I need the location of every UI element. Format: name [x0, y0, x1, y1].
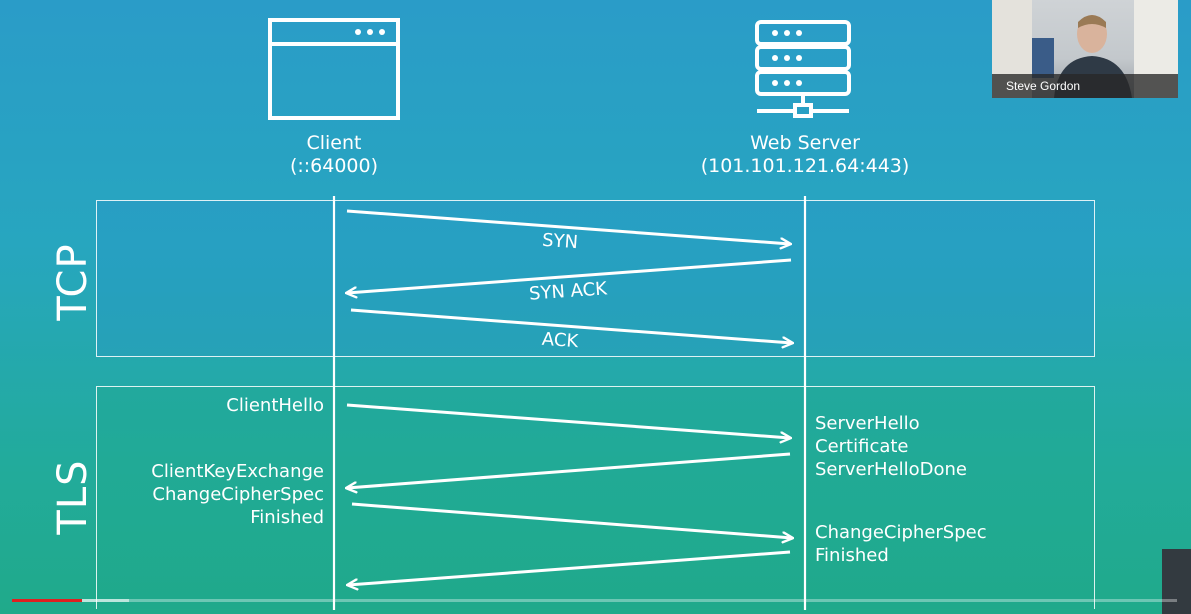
server-hello-group: ServerHello Certificate ServerHelloDone: [815, 412, 967, 481]
server-hello-label: ServerHello: [815, 413, 920, 434]
server-label: Web Server (101.101.121.64:443): [655, 132, 955, 178]
server-address: (101.101.121.64:443): [700, 155, 910, 177]
server-finished-group: ChangeCipherSpec Finished: [815, 521, 987, 567]
certificate-label: Certificate: [815, 436, 909, 457]
server-hello-arrow: [347, 452, 791, 488]
client-key-exchange-label: ClientKeyExchange: [151, 461, 324, 482]
speaker-name: Steve Gordon: [992, 74, 1178, 98]
ack-arrow: [350, 308, 792, 343]
client-hello-label: ClientHello: [226, 395, 324, 416]
server-change-cipher-spec-label: ChangeCipherSpec: [815, 522, 987, 543]
browser-window-icon: [268, 18, 400, 120]
client-finished-label: Finished: [250, 507, 324, 528]
client-hello-arrow: [346, 403, 790, 438]
tcp-phase-box: [96, 200, 1095, 357]
client-name: Client: [306, 132, 362, 154]
video-progress-track[interactable]: [12, 599, 1177, 602]
speaker-webcam[interactable]: Steve Gordon: [992, 0, 1178, 98]
server-name: Web Server: [750, 132, 860, 154]
server-rack-icon: [755, 20, 851, 118]
player-corner-control[interactable]: [1162, 549, 1191, 614]
client-change-cipher-spec-label: ChangeCipherSpec: [152, 484, 324, 505]
syn-arrow: [346, 209, 790, 244]
server-finished-label: Finished: [815, 545, 889, 566]
client-address: (::64000): [289, 155, 379, 177]
video-progress-fill: [12, 599, 82, 602]
server-finished-arrow: [348, 550, 791, 585]
server-hello-done-label: ServerHelloDone: [815, 459, 968, 480]
syn-ack-arrow: [347, 258, 792, 293]
client-label: Client (::64000): [184, 132, 484, 178]
client-key-exchange-group: ClientKeyExchange ChangeCipherSpec Finis…: [104, 460, 324, 529]
client-finished-arrow: [351, 502, 792, 538]
